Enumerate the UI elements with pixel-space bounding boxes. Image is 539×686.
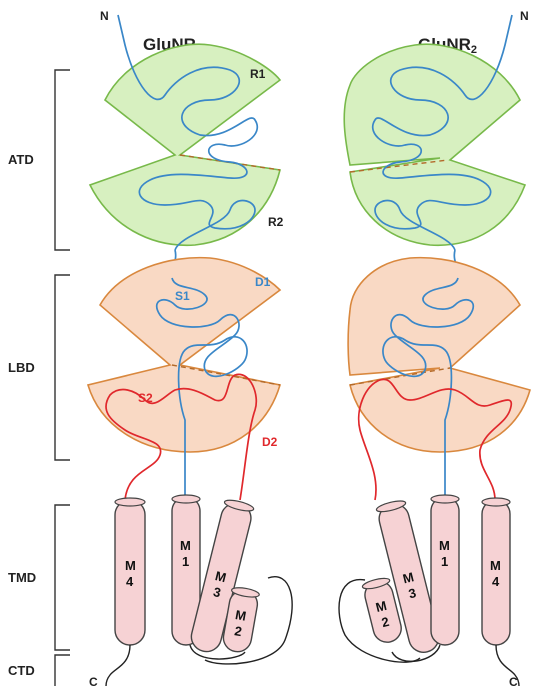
d2-label: D2 — [262, 435, 278, 449]
svg-text:M: M — [490, 558, 501, 573]
right-lbd-clamshell — [348, 258, 530, 452]
svg-text:M: M — [439, 538, 450, 553]
ctd-label: CTD — [8, 663, 35, 678]
ctd-bracket — [55, 655, 70, 686]
right-subunit: M 3 M 2 M 1 M 4 — [339, 15, 530, 686]
lbd-label: LBD — [8, 360, 35, 375]
right-c-terminus: C — [509, 675, 518, 686]
right-m4-helix: M 4 — [482, 498, 510, 645]
domain-brackets — [55, 70, 70, 686]
r2-label: R2 — [268, 215, 284, 229]
lbd-bracket — [55, 275, 70, 460]
left-ctd-tail — [106, 645, 130, 686]
tmd-label: TMD — [8, 570, 36, 585]
left-m4-helix: M 4 — [115, 498, 145, 645]
right-m1-helix: M 1 — [431, 495, 459, 645]
svg-text:1: 1 — [441, 554, 448, 569]
left-c-terminus: C — [89, 675, 98, 686]
tmd-bracket — [55, 505, 70, 650]
right-n-terminus: N — [520, 9, 529, 23]
r1-label: R1 — [250, 67, 266, 81]
svg-text:M: M — [180, 538, 191, 553]
atd-label: ATD — [8, 152, 34, 167]
right-tmd: M 3 M 2 M 1 M 4 — [339, 495, 519, 686]
s1-label: S1 — [175, 289, 190, 303]
s2-label: S2 — [138, 391, 153, 405]
svg-text:4: 4 — [492, 574, 500, 589]
right-atd-clamshell — [344, 44, 525, 245]
atd-bracket — [55, 70, 70, 250]
svg-text:4: 4 — [126, 574, 134, 589]
left-tmd: M 4 M 1 M 3 M 2 — [106, 495, 292, 686]
svg-text:1: 1 — [182, 554, 189, 569]
left-n-terminus: N — [100, 9, 109, 23]
svg-text:M: M — [125, 558, 136, 573]
d1-label: D1 — [255, 275, 271, 289]
left-subunit: M 4 M 1 M 3 M 2 — [88, 15, 292, 686]
